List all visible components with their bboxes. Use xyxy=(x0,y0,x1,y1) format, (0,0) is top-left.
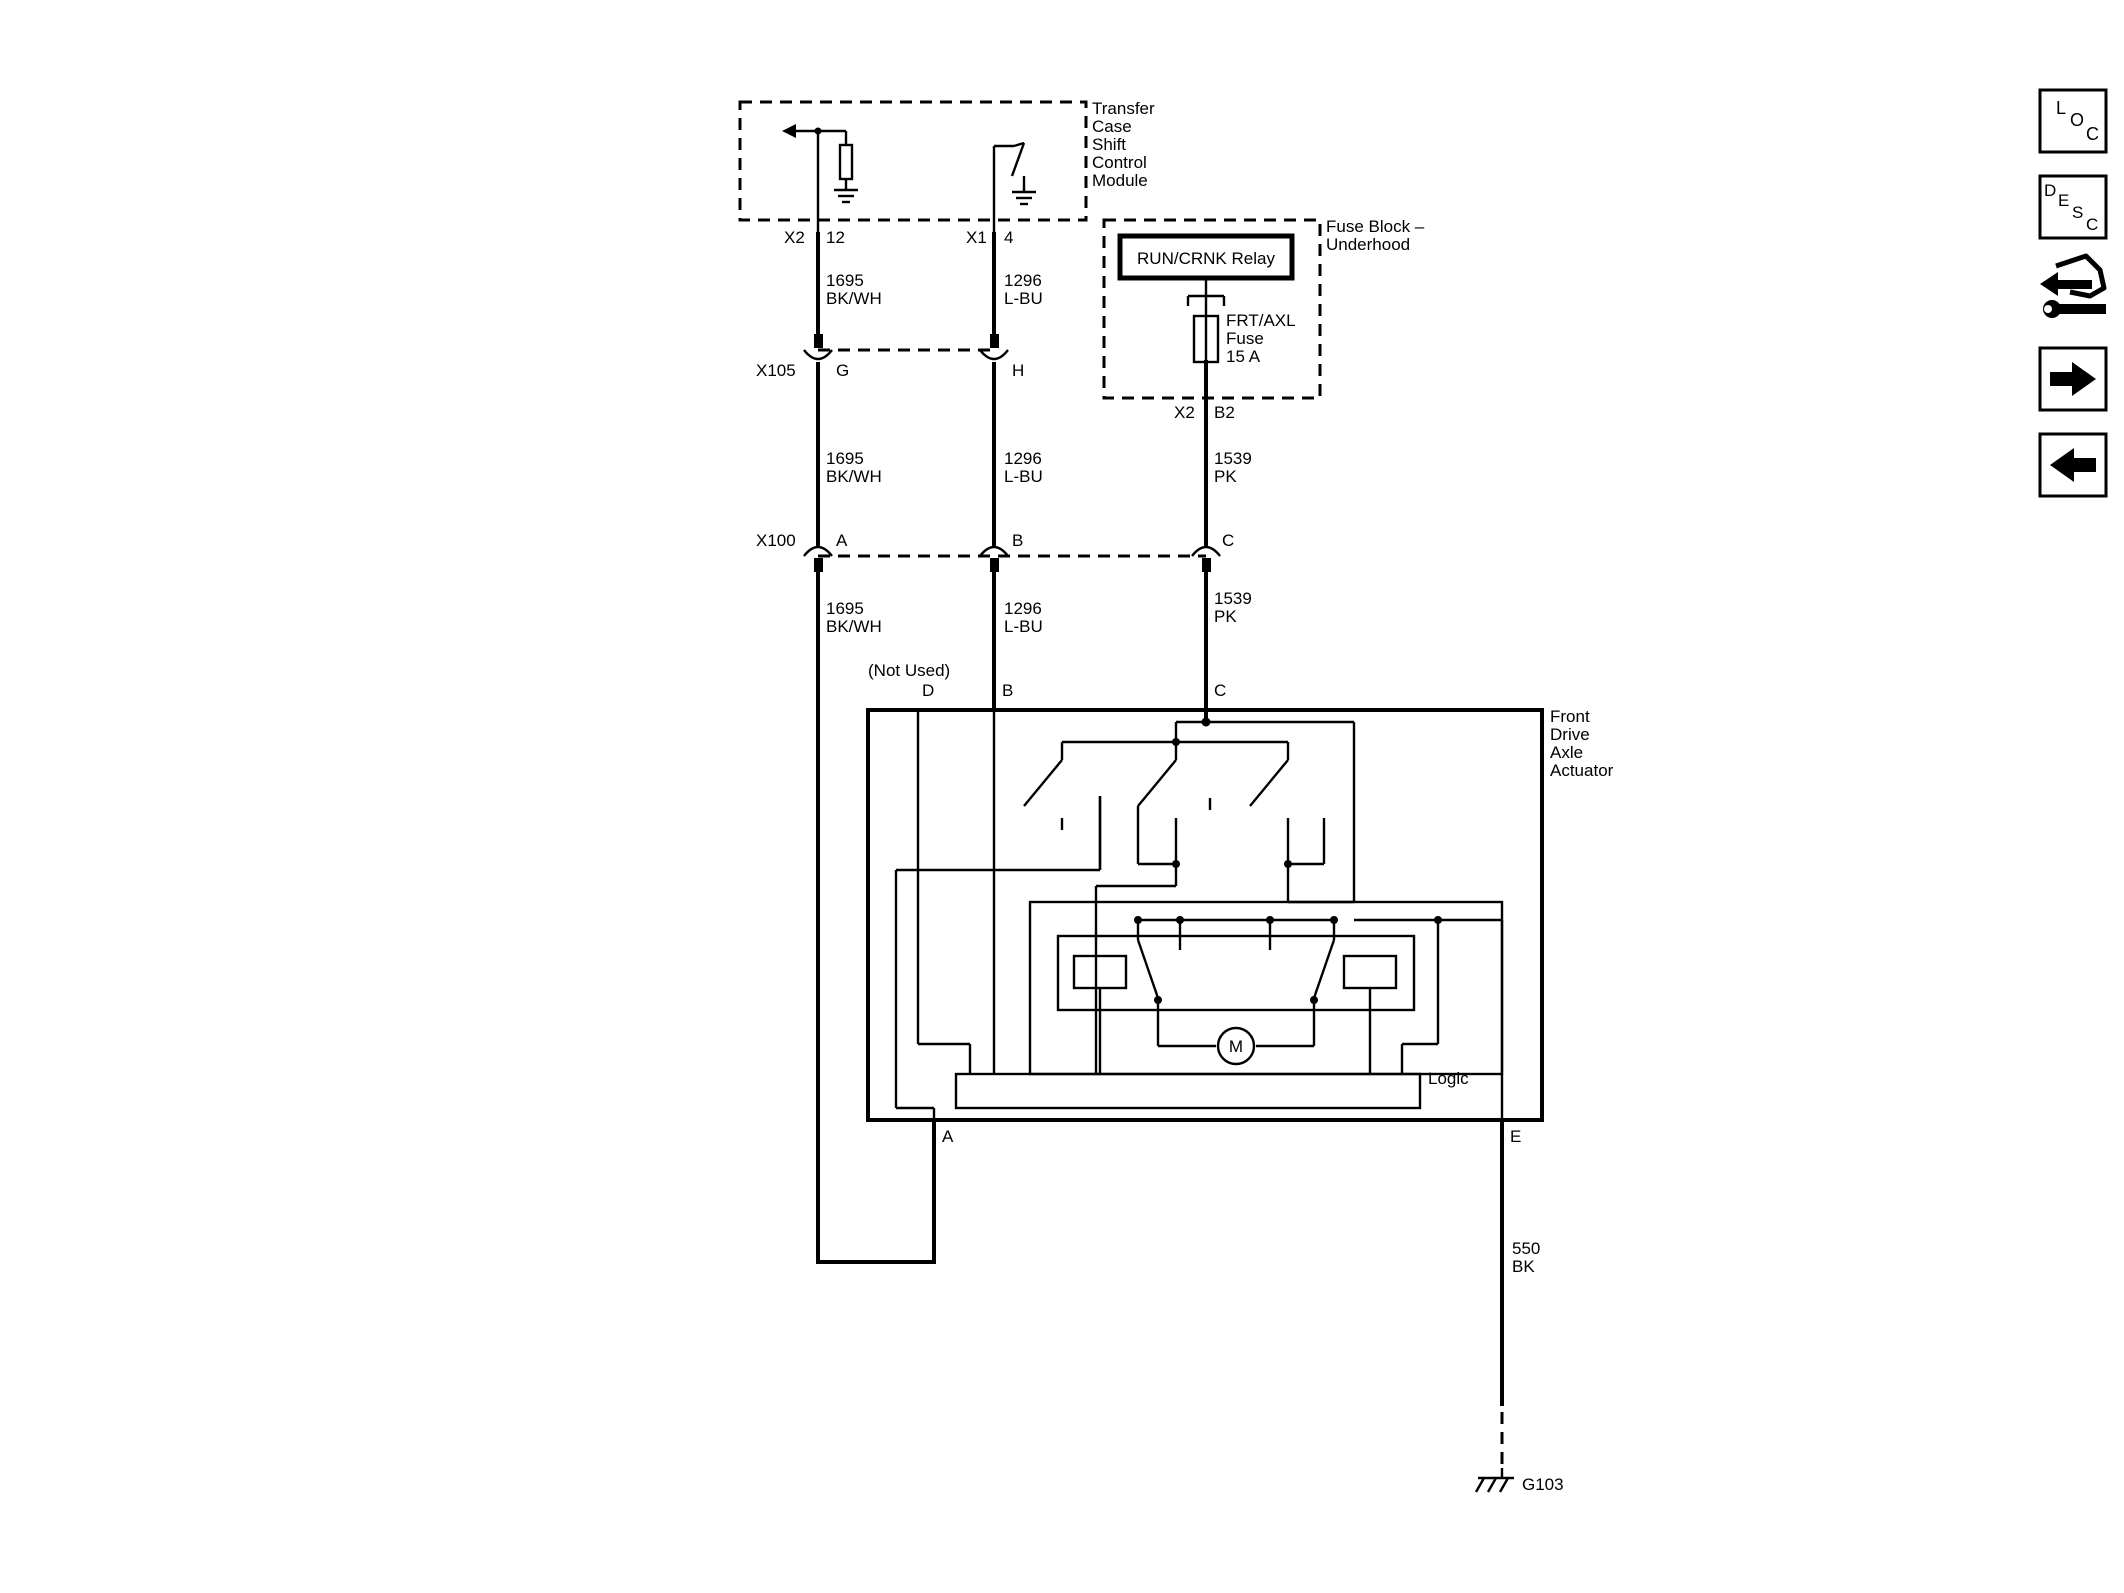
fuse-block-underhood: Fuse Block – Underhood RUN/CRNK Relay FR… xyxy=(1102,217,1425,400)
next-button[interactable] xyxy=(2038,346,2108,412)
actuator-label-2: Drive xyxy=(1550,725,1590,744)
wire-1695-color-2: BK/WH xyxy=(826,467,882,486)
front-drive-axle-actuator: Front Drive Axle Actuator Logic xyxy=(866,707,1614,1122)
tcscm-module: Transfer Case Shift Control Module xyxy=(738,99,1155,234)
tcscm-x1-label: X1 xyxy=(966,228,987,247)
actuator-not-used-label: (Not Used) xyxy=(868,661,950,680)
actuator-label-1: Front xyxy=(1550,707,1590,726)
tcscm-pin12-label: 12 xyxy=(826,228,845,247)
wire-1296-color-3: L-BU xyxy=(1004,617,1043,636)
x100-b-label: B xyxy=(1012,531,1023,550)
actuator-label-3: Axle xyxy=(1550,743,1583,762)
frt-axl-fuse-label-2: Fuse xyxy=(1226,329,1264,348)
tcscm-x2-label: X2 xyxy=(784,228,805,247)
desc-letter-c: C xyxy=(2086,215,2098,234)
wire-1539-num-1: 1539 xyxy=(1214,449,1252,468)
loc-letter-l: L xyxy=(2056,98,2066,118)
desc-button[interactable]: D E S C xyxy=(2038,174,2108,240)
connector-tool-icon[interactable] xyxy=(2040,253,2107,318)
actuator-b-label: B xyxy=(1002,681,1013,700)
wire-1539-color-1: PK xyxy=(1214,467,1237,486)
tcscm-label-1: Transfer xyxy=(1092,99,1155,118)
wire-550-color: BK xyxy=(1512,1257,1535,1276)
previous-button[interactable] xyxy=(2038,432,2108,498)
desc-letter-s: S xyxy=(2072,203,2083,222)
connector-x100 xyxy=(803,545,1221,572)
wire-1296-num-1: 1296 xyxy=(1004,271,1042,290)
ground-icon xyxy=(1474,1468,1514,1493)
wire-1695-num-3: 1695 xyxy=(826,599,864,618)
desc-letter-d: D xyxy=(2044,181,2056,200)
wire-1695-color-3: BK/WH xyxy=(826,617,882,636)
wire-1296-num-2: 1296 xyxy=(1004,449,1042,468)
wire-1296-color-2: L-BU xyxy=(1004,467,1043,486)
x100-label: X100 xyxy=(756,531,796,550)
loc-letter-c: C xyxy=(2086,124,2099,144)
wire-1296-color-1: L-BU xyxy=(1004,289,1043,308)
x100-c-label: C xyxy=(1222,531,1234,550)
actuator-a-label: A xyxy=(942,1127,954,1146)
wire-1695-color-1: BK/WH xyxy=(826,289,882,308)
wire-1539-color-2: PK xyxy=(1214,607,1237,626)
wire-1296-num-3: 1296 xyxy=(1004,599,1042,618)
x105-h-label: H xyxy=(1012,361,1024,380)
x105-label: X105 xyxy=(756,361,796,380)
fuse-block-label-2: Underhood xyxy=(1326,235,1410,254)
tcscm-label-2: Case xyxy=(1092,117,1132,136)
actuator-e-label: E xyxy=(1510,1127,1521,1146)
tcscm-pin4-label: 4 xyxy=(1004,228,1013,247)
actuator-d-label: D xyxy=(922,681,934,700)
wire-550-num: 550 xyxy=(1512,1239,1540,1258)
tcscm-label-4: Control xyxy=(1092,153,1147,172)
tcscm-label-5: Module xyxy=(1092,171,1148,190)
actuator-c-label: C xyxy=(1214,681,1226,700)
tcscm-label-3: Shift xyxy=(1092,135,1126,154)
desc-letter-e: E xyxy=(2058,191,2069,210)
wire-1695-num-2: 1695 xyxy=(826,449,864,468)
run-crnk-relay-label: RUN/CRNK Relay xyxy=(1137,249,1275,268)
fuse-x2-label: X2 xyxy=(1174,403,1195,422)
loc-button[interactable]: L O C xyxy=(2038,88,2108,154)
loc-letter-o: O xyxy=(2070,110,2084,130)
logic-label: Logic xyxy=(1428,1069,1469,1088)
frt-axl-fuse-label-1: FRT/AXL xyxy=(1226,311,1296,330)
x105-g-label: G xyxy=(836,361,849,380)
frt-axl-fuse-label-3: 15 A xyxy=(1226,347,1261,366)
fuse-block-label-1: Fuse Block – xyxy=(1326,217,1425,236)
actuator-label-4: Actuator xyxy=(1550,761,1614,780)
wire-1539-num-2: 1539 xyxy=(1214,589,1252,608)
arrow-right-icon xyxy=(2050,362,2096,396)
ground-g103-label: G103 xyxy=(1522,1475,1564,1494)
motor-label: M xyxy=(1229,1037,1243,1056)
circuit-1695 xyxy=(816,232,936,1264)
fuse-b2-label: B2 xyxy=(1214,403,1235,422)
wire-1695-num-1: 1695 xyxy=(826,271,864,290)
arrow-left-icon xyxy=(2050,448,2096,482)
x100-a-label: A xyxy=(836,531,848,550)
connector-x105 xyxy=(803,334,1009,361)
